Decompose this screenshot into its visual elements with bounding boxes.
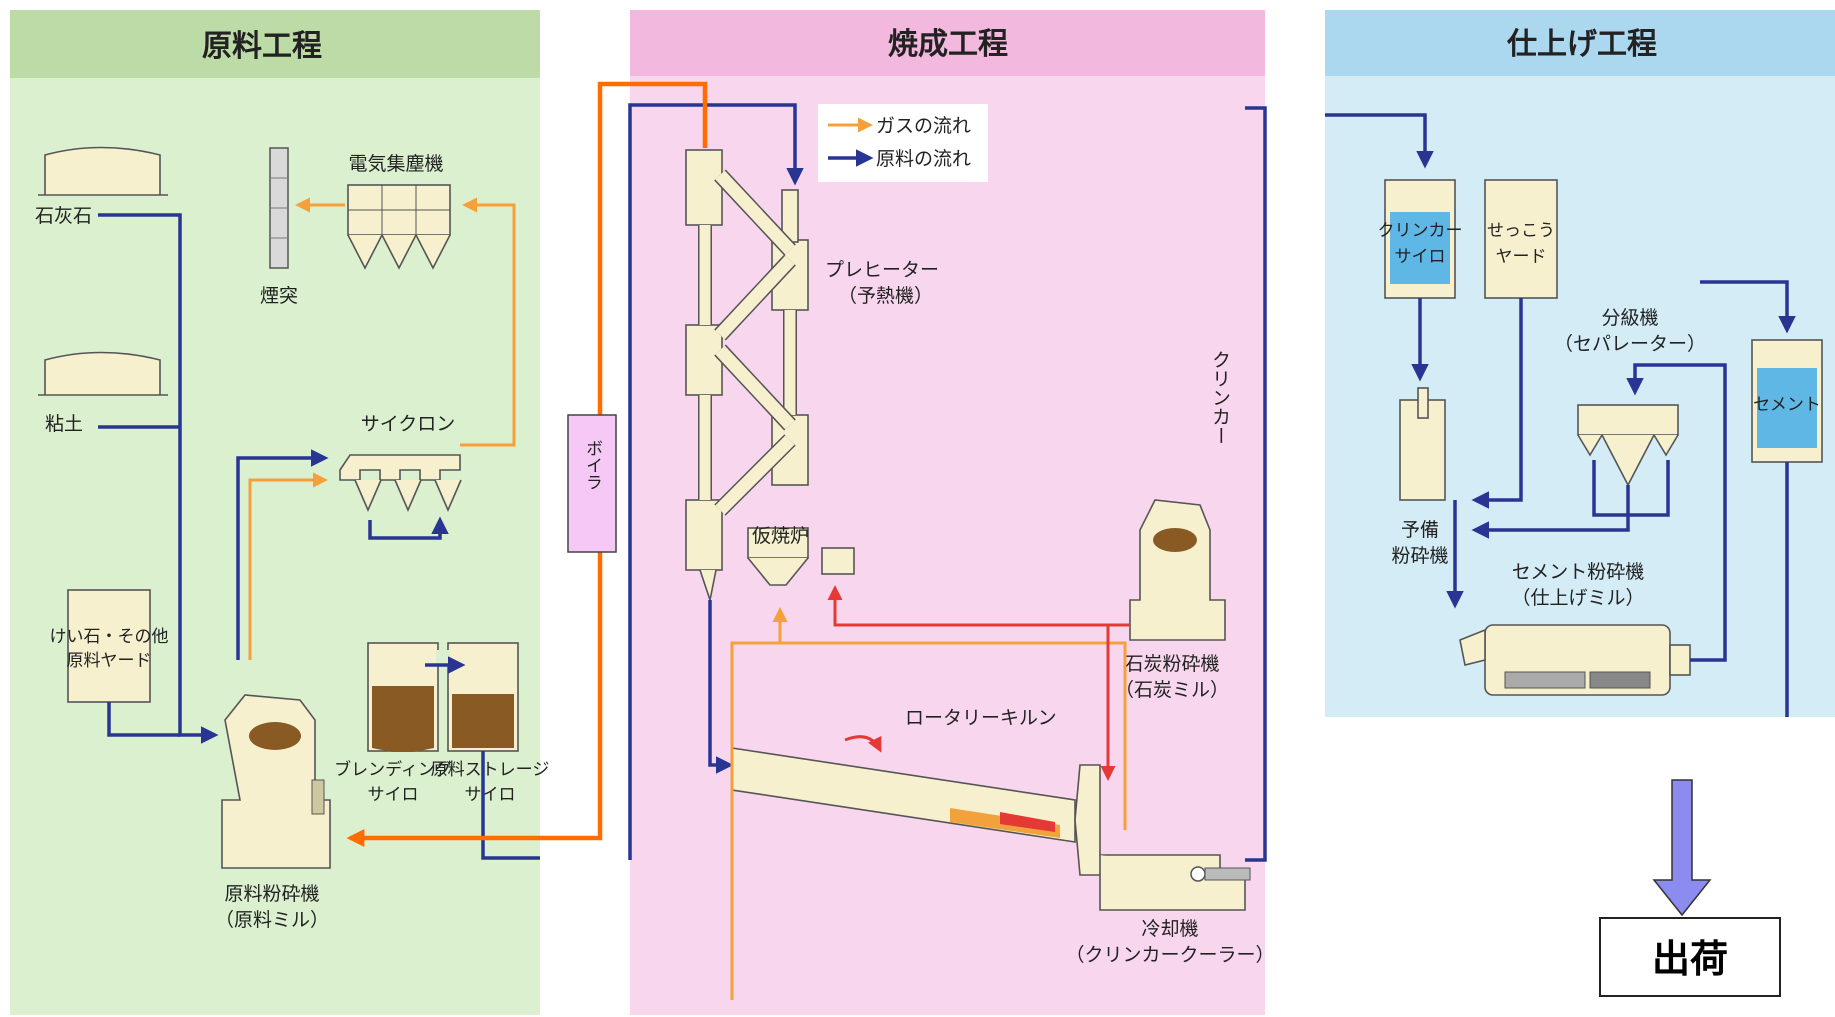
- clinker-to-silo-flow: [1325, 113, 1434, 169]
- legend-material: 原料の流れ: [876, 148, 971, 170]
- burn-panel-header: [630, 10, 1265, 76]
- chimney: 煙突: [260, 147, 298, 307]
- mill-to-separator-flow: [1626, 363, 1727, 662]
- cyclone-label: サイクロン: [361, 413, 456, 435]
- limestone-flow: [98, 213, 219, 744]
- raw-mill-label-2: （原料ミル）: [215, 909, 329, 931]
- blending-label-2: サイロ: [368, 785, 419, 805]
- raw-to-preheater-flow: [628, 103, 804, 860]
- shipping-arrow: [1652, 779, 1712, 917]
- boiler-box: ボイラ: [567, 414, 617, 553]
- pre-grinder-label-2: 粉砕機: [1391, 545, 1448, 567]
- precipitator: 電気集塵機: [347, 153, 451, 270]
- cyclone: サイクロン: [339, 413, 462, 513]
- raw-mill: 原料粉砕機 （原料ミル）: [215, 694, 331, 931]
- silica-flow: [107, 702, 180, 737]
- precipitator-label: 電気集塵機: [348, 153, 443, 175]
- mill-gas-flow: [248, 472, 328, 660]
- finish-panel-title: 仕上げ工程: [1506, 27, 1657, 62]
- clay-yard: 粘土: [38, 351, 168, 435]
- coal-mill-label-2: （石炭ミル）: [1115, 679, 1229, 701]
- shipping: 出荷: [1599, 779, 1781, 997]
- cooler-label-2: （クリンカークーラー）: [1065, 944, 1274, 966]
- silica-label-1: けい石・その他: [50, 627, 169, 647]
- legend-box: [818, 104, 988, 182]
- legend-gas: ガスの流れ: [876, 115, 971, 137]
- raw-panel-header: [10, 10, 540, 78]
- clinker-silo: クリンカー サイロ: [1378, 179, 1463, 299]
- finish-mill-label-2: （仕上げミル）: [1511, 587, 1644, 609]
- separator-label-1: 分級機: [1601, 307, 1658, 329]
- cyclone-to-silo-flow: [368, 516, 449, 540]
- storage-label-1: 原料ストレージ: [431, 760, 550, 780]
- coal-to-calciner-flow: [827, 585, 1130, 627]
- clinker-vertical-label: クリンカー: [1209, 350, 1231, 445]
- coal-mill: 石炭粉砕機 （石炭ミル）: [1115, 499, 1229, 701]
- silica-yard: けい石・その他 原料ヤード: [50, 589, 169, 703]
- gypsum-label-2: ヤード: [1496, 247, 1547, 267]
- cement-label: セメント: [1753, 395, 1821, 415]
- raw-panel-title: 原料工程: [202, 29, 322, 64]
- limestone-label: 石灰石: [35, 205, 92, 227]
- gypsum-flow: [1471, 298, 1523, 509]
- silica-label-2: 原料ヤード: [67, 651, 152, 671]
- finishing-panel: 仕上げ工程 クリンカー サイロ せっこう ヤード 分級機 （セパレーター） セメ…: [1325, 10, 1835, 717]
- finish-mill: セメント粉砕機 （仕上げミル）: [1459, 561, 1691, 696]
- clinker-out-flow: [1245, 106, 1267, 862]
- shipping-box: [1599, 917, 1781, 997]
- clinker-silo-label-1: クリンカー: [1378, 221, 1463, 241]
- clinker-silo-label-2: サイロ: [1395, 247, 1446, 267]
- gypsum-label-1: せっこう: [1487, 221, 1555, 241]
- shipping-label: 出荷: [1652, 937, 1728, 981]
- separator-label-2: （セパレーター）: [1554, 333, 1706, 355]
- clinker-label: クリンカー: [1209, 350, 1231, 445]
- blending-storage-silos: ブレンディング サイロ 原料ストレージ サイロ: [334, 642, 550, 805]
- separator: 分級機 （セパレーター）: [1554, 307, 1706, 487]
- preheater-label-2: （予熱機）: [838, 285, 933, 307]
- boiler-exhaust-line: [346, 81, 708, 847]
- storage-to-kiln-flow: [481, 751, 540, 860]
- burn-panel-title: 焼成工程: [888, 27, 1008, 62]
- limestone-yard: 石灰石: [35, 146, 168, 227]
- cooler-gas-flow: [730, 641, 1127, 1000]
- boiler-label: ボイラ: [582, 439, 602, 490]
- cooler-label-1: 冷却機: [1141, 918, 1198, 940]
- finish-mill-label-1: セメント粉砕機: [1512, 561, 1645, 583]
- gypsum-yard: せっこう ヤード: [1484, 179, 1558, 299]
- separator-to-cement-flow: [1700, 280, 1796, 334]
- coal-mill-label-1: 石炭粉砕機: [1124, 653, 1219, 675]
- separator-fines-flow: [1592, 460, 1670, 517]
- flow-legend: ガスの流れ 原料の流れ: [818, 104, 988, 182]
- separator-return-flow: [1471, 485, 1630, 539]
- cement-silo: セメント: [1751, 339, 1823, 463]
- rotary-kiln: ロータリーキルン 冷却機 （クリンカークーラー）: [731, 707, 1275, 966]
- calciner-label: 仮焼炉: [752, 525, 809, 547]
- preheater-label-1: プレヒーター: [825, 259, 939, 281]
- mill-to-cyclone-flow: [236, 449, 329, 660]
- preheater-to-kiln-flow: [708, 600, 734, 774]
- raw-material-panel: 原料工程 石灰石 粘土 けい石・その他 原料ヤード 煙突: [10, 10, 549, 1015]
- chimney-label: 煙突: [260, 285, 298, 307]
- raw-mill-label-1: 原料粉砕機: [224, 883, 319, 905]
- kiln-label: ロータリーキルン: [905, 707, 1057, 729]
- finish-panel-header: [1325, 10, 1835, 76]
- storage-label-2: サイロ: [465, 785, 516, 805]
- burning-panel: 焼成工程 ガスの流れ 原料の流れ プレヒーター （予熱機）: [628, 10, 1275, 1015]
- pre-grinder: 予備 粉砕機: [1391, 387, 1449, 567]
- cyclone-gas-flow: [460, 197, 516, 447]
- finish-panel-bg: [1325, 10, 1835, 717]
- pre-grinder-label-1: 予備: [1401, 519, 1439, 541]
- boiler-rect: [567, 414, 617, 553]
- clay-label: 粘土: [45, 413, 83, 435]
- preheater-tower: プレヒーター （予熱機） 仮焼炉: [685, 149, 939, 604]
- blending-label-1: ブレンディング: [334, 759, 452, 780]
